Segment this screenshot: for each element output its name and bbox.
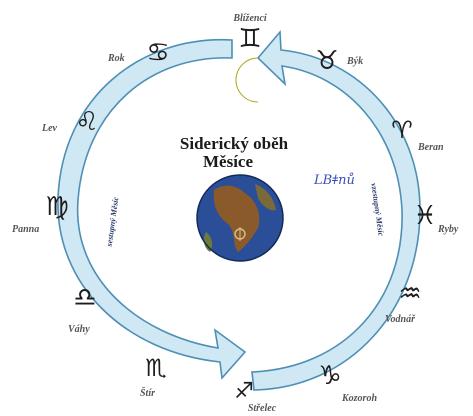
arc-right-label: vzestupný Měsíc (369, 183, 385, 238)
zodiac-sagittarius-label: Střelec (248, 403, 277, 414)
zodiac-capricorn: ♑ Kozoroh (318, 361, 377, 404)
taurus-icon: ♉ (315, 46, 338, 76)
capricorn-icon: ♑ (318, 361, 341, 391)
pisces-icon: ♓ (413, 201, 436, 231)
sagittarius-icon: ♐ (234, 379, 254, 404)
zodiac-gemini: Blíženci ♊ (232, 13, 267, 54)
zodiac-cancer-label: Rok (107, 53, 125, 64)
cancer-icon: ♋ (146, 38, 169, 68)
zodiac-scorpio: ♏ Štír (140, 354, 167, 399)
zodiac-leo-label: Lev (41, 123, 58, 134)
aries-icon: ♈ (391, 116, 413, 144)
zodiac-scorpio-label: Štír (140, 386, 155, 399)
zodiac-pisces-label: Ryby (437, 224, 459, 235)
zodiac-aries-label: Beran (417, 142, 444, 153)
leo-icon: ♌ (75, 107, 98, 137)
zodiac-aries: ♈ Beran (391, 116, 444, 153)
zodiac-taurus-label: Býk (346, 56, 363, 67)
zodiac-virgo-label: Panna (12, 224, 39, 235)
zodiac-virgo: ♍ Panna (12, 192, 69, 235)
zodiac-gemini-label: Blíženci (232, 13, 267, 24)
gemini-icon: ♊ (238, 24, 261, 54)
author-signature: LBǂnů (313, 172, 355, 188)
zodiac-sagittarius: ♐ Střelec (234, 379, 277, 414)
diagram-title-line-1: Siderický oběh (180, 134, 289, 153)
diagram-title-line-2: Měsíce (203, 152, 253, 171)
zodiac-pisces: ♓ Ryby (413, 201, 459, 235)
arc-left-label: sestupný Měsíc (104, 196, 120, 248)
descending-arc-arrow (57, 38, 247, 380)
libra-icon: ♎ (73, 283, 96, 313)
ascending-arc-arrow (251, 29, 421, 391)
scorpio-icon: ♏ (145, 354, 167, 382)
zodiac-ring: Blíženci ♊ ♉ Býk ♈ Beran ♓ Ryby ♒ Vodnář… (12, 13, 459, 414)
zodiac-libra-label: Váhy (68, 324, 90, 335)
zodiac-capricorn-label: Kozoroh (341, 393, 377, 404)
crescent-moon (235, 57, 259, 103)
zodiac-taurus: ♉ Býk (315, 46, 363, 76)
zodiac-aquarius-label: Vodnář (385, 314, 416, 325)
earth-globe (196, 174, 284, 262)
zodiac-leo: ♌ Lev (41, 107, 99, 137)
zodiac-libra: ♎ Váhy (68, 283, 97, 335)
zodiac-cancer: Rok ♋ (107, 38, 170, 68)
zodiac-aquarius: ♒ Vodnář (385, 279, 422, 325)
aquarius-icon: ♒ (398, 279, 421, 309)
virgo-icon: ♍ (45, 192, 68, 222)
